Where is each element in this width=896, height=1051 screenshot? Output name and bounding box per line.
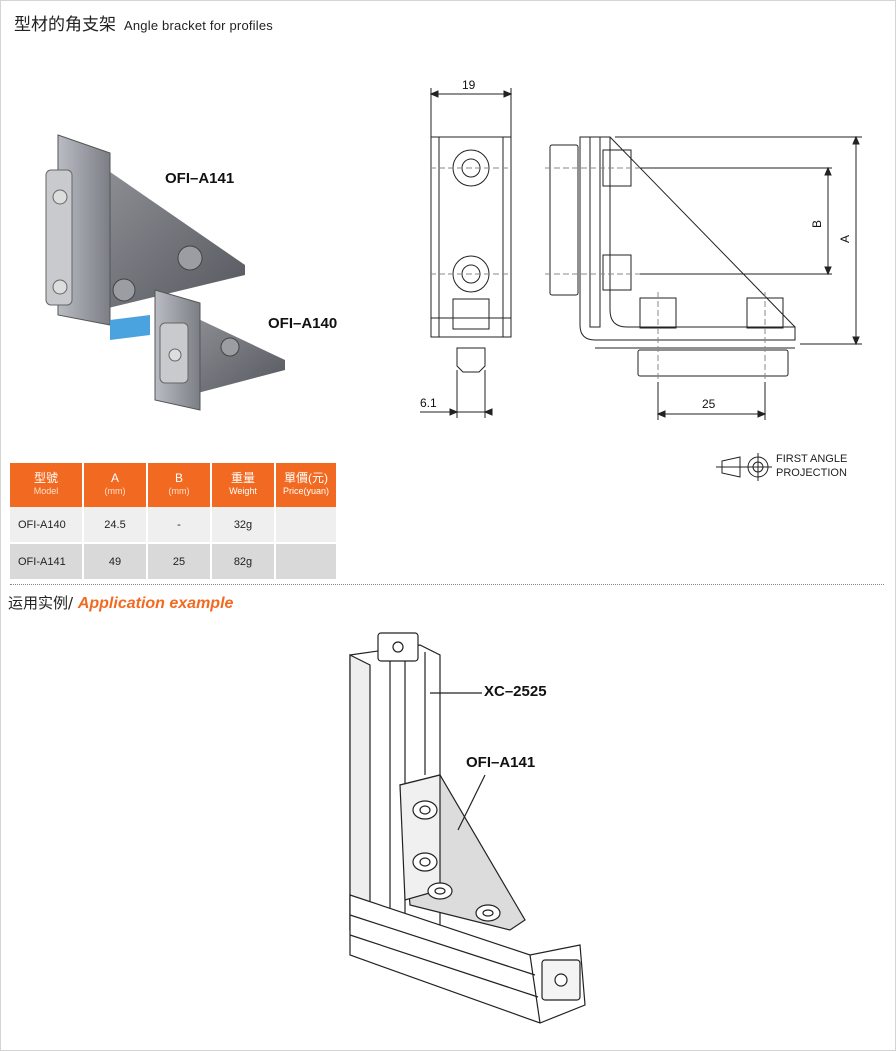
side-view-nut (549, 144, 579, 296)
col-price: 單價(元)Price(yuan) (275, 463, 338, 507)
front-view-plate (430, 136, 512, 338)
a141-cap-screw (177, 245, 203, 271)
a141-slide (45, 169, 73, 306)
label-a140: OFI–A140 (268, 315, 338, 332)
col-a: A(mm) (83, 463, 148, 507)
a141-gusset (100, 165, 245, 310)
application-title-zh: 运用实例/ (8, 594, 78, 612)
dim-a: A (838, 235, 852, 243)
cell-b: - (147, 507, 212, 544)
title-en: Angle bracket for profiles (124, 18, 273, 33)
application-title-en: Application example (77, 595, 234, 612)
dim-25: 25 (702, 397, 716, 411)
side-view-l-plate (579, 136, 796, 341)
leader-bracket (457, 774, 486, 831)
cell-price (275, 507, 338, 544)
a141-cap-screw-2 (112, 278, 136, 302)
cell-b: 25 (147, 543, 212, 581)
projection-text: FIRST ANGLE PROJECTION (776, 452, 847, 480)
section-divider (10, 584, 884, 585)
application-heading: 运用实例/ Application example (8, 592, 233, 613)
a141-tnut (110, 315, 150, 340)
table-row: OFI-A141 49 25 82g (10, 543, 338, 581)
title-zh: 型材的角支架 (14, 15, 116, 35)
a141-screw-bottom (52, 279, 68, 295)
projection-line-2: PROJECTION (776, 467, 847, 479)
cell-model: OFI-A141 (10, 543, 84, 581)
dim-b: B (810, 220, 824, 228)
table-row: OFI-A140 24.5 - 32g (10, 507, 338, 544)
cell-a: 49 (83, 543, 148, 581)
application-illustration (349, 632, 586, 1024)
technical-drawing: 19 6.1 25 A B (420, 78, 862, 420)
col-b: B(mm) (147, 463, 212, 507)
label-a141: OFI–A141 (165, 170, 235, 187)
label-app-ofi-a141: OFI–A141 (466, 754, 536, 771)
product-photo (45, 134, 285, 411)
projection-line-1: FIRST ANGLE (776, 453, 848, 465)
label-xc-2525: XC–2525 (484, 683, 547, 700)
dim-19: 19 (462, 78, 476, 92)
cell-model: OFI-A140 (10, 507, 84, 544)
side-view-bottom-nut (637, 349, 789, 377)
a141-screw-top (52, 189, 68, 205)
side-view-gusset-edge (609, 136, 796, 328)
cell-price (275, 543, 338, 581)
cell-a: 24.5 (83, 507, 148, 544)
projection-symbol-icon (716, 453, 772, 481)
dim-6-1: 6.1 (420, 396, 437, 410)
page-title: 型材的角支架 Angle bracket for profiles (14, 10, 273, 35)
a140-gusset (190, 315, 285, 395)
cell-weight: 82g (211, 543, 276, 581)
cell-weight: 32g (211, 507, 276, 544)
a140-screw (168, 348, 182, 362)
a140-cap-screw (220, 337, 240, 357)
front-view-tnut (456, 347, 486, 373)
